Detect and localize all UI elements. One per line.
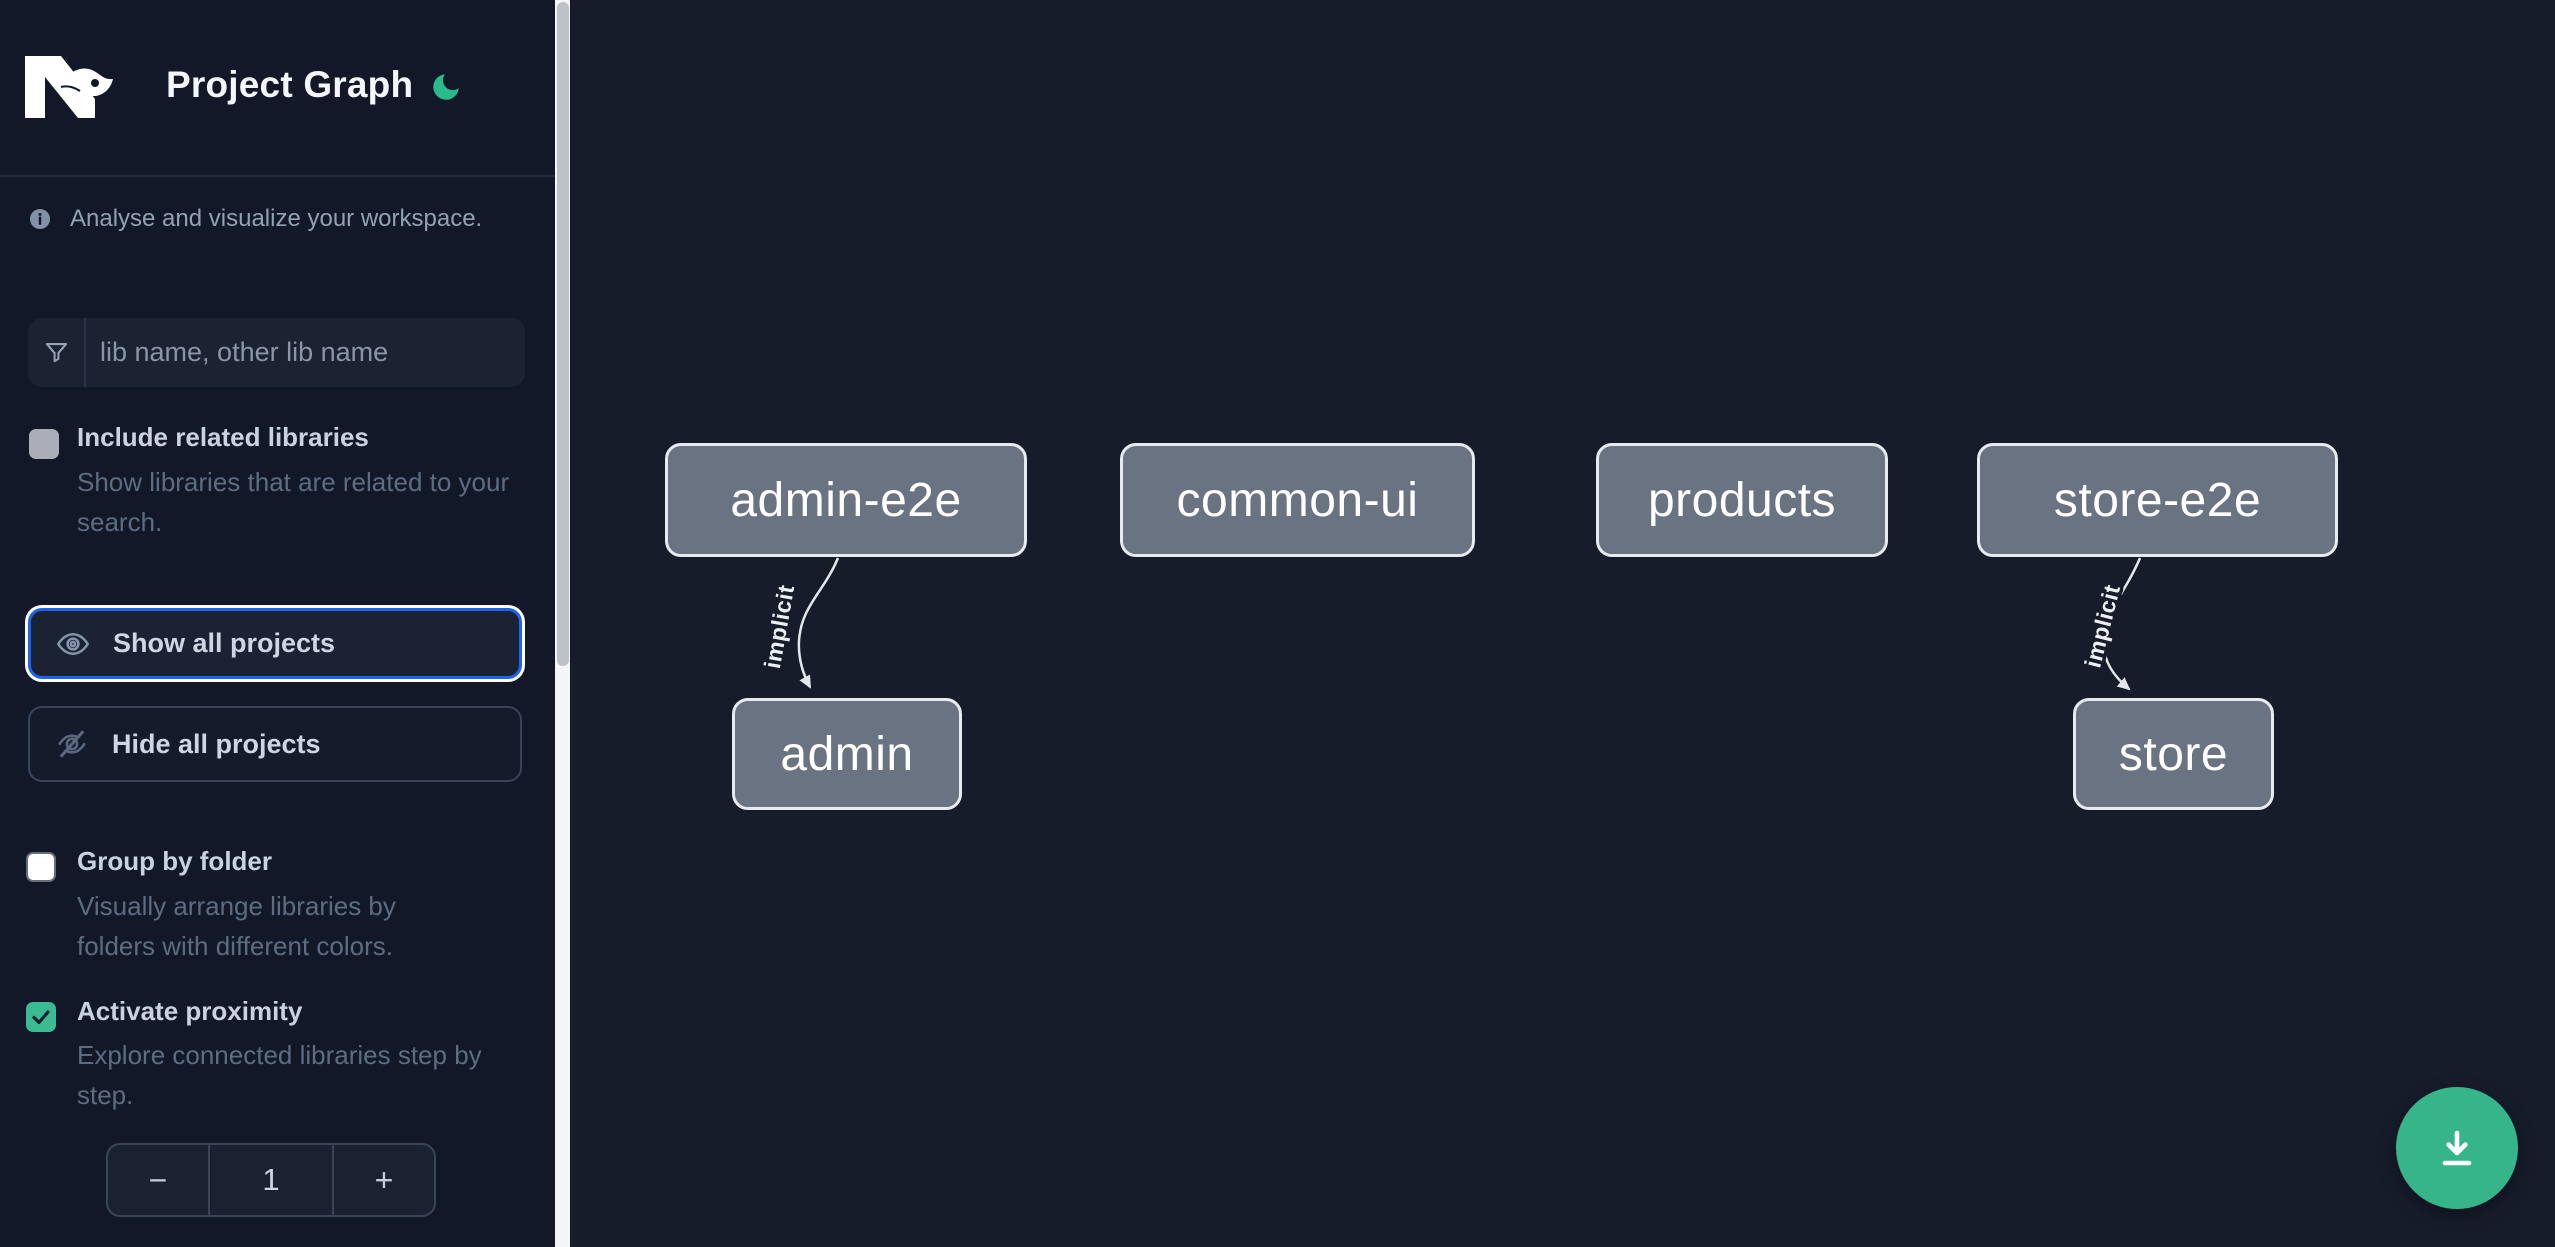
edge-label: implicit bbox=[759, 583, 799, 671]
tagline-row: Analyse and visualize your workspace. bbox=[28, 205, 482, 233]
sidebar-scrollbar-thumb[interactable] bbox=[557, 2, 569, 666]
hide-all-projects-label: Hide all projects bbox=[112, 728, 321, 759]
group-by-folder-description: Visually arrange libraries by folders wi… bbox=[77, 891, 396, 961]
page-title: Project Graph bbox=[166, 64, 414, 105]
check-icon bbox=[32, 1010, 50, 1025]
download-graph-button[interactable] bbox=[2396, 1087, 2518, 1209]
group-by-folder-checkbox[interactable] bbox=[26, 852, 56, 882]
edge-store-e2e-store: implicit bbox=[2076, 557, 2142, 691]
filter-icon-cell bbox=[28, 318, 86, 387]
eye-icon bbox=[56, 632, 90, 655]
sidebar: Project Graph Analyse and visualize your… bbox=[0, 0, 571, 1247]
stepper-decrement-button[interactable]: − bbox=[148, 1161, 168, 1198]
graph-node-store[interactable]: store bbox=[2073, 698, 2274, 810]
theme-toggle-button[interactable] bbox=[426, 68, 466, 108]
search-input[interactable] bbox=[86, 318, 525, 387]
sidebar-scrollbar-track bbox=[555, 0, 571, 1247]
graph-node-admin-e2e[interactable]: admin-e2e bbox=[665, 443, 1027, 557]
stepper-increment-button[interactable]: + bbox=[374, 1161, 394, 1198]
edge-label: implicit bbox=[2079, 582, 2125, 670]
graph-node-products[interactable]: products bbox=[1596, 443, 1888, 557]
edge-admin-e2e-admin: implicit bbox=[755, 557, 840, 689]
graph-canvas[interactable]: implicit implicit admin-e2e common-ui pr… bbox=[571, 0, 2555, 1247]
activate-proximity-label: Activate proximity bbox=[77, 996, 303, 1026]
eye-off-icon bbox=[58, 730, 86, 758]
activate-proximity-checkbox[interactable] bbox=[26, 1002, 56, 1032]
show-all-projects-button[interactable]: Show all projects bbox=[28, 608, 522, 679]
nx-logo bbox=[25, 56, 113, 118]
group-by-folder-label: Group by folder bbox=[77, 846, 272, 876]
graph-node-admin[interactable]: admin bbox=[732, 698, 962, 810]
include-related-label: Include related libraries bbox=[77, 422, 369, 452]
filter-icon bbox=[45, 343, 67, 363]
moon-icon bbox=[433, 73, 459, 100]
stepper-value[interactable]: 1 bbox=[208, 1145, 334, 1215]
graph-node-store-e2e[interactable]: store-e2e bbox=[1977, 443, 2338, 557]
include-related-description: Show libraries that are related to your … bbox=[77, 467, 510, 537]
show-all-projects-label: Show all projects bbox=[113, 628, 336, 658]
include-related-checkbox[interactable] bbox=[29, 429, 59, 459]
header-divider bbox=[0, 175, 555, 177]
download-icon bbox=[2442, 1130, 2472, 1166]
proximity-depth-stepper: − 1 + bbox=[106, 1143, 436, 1217]
info-icon bbox=[30, 209, 50, 229]
tagline-text: Analyse and visualize your workspace. bbox=[70, 205, 483, 232]
hide-all-projects-button[interactable]: Hide all projects bbox=[28, 706, 522, 782]
graph-node-common-ui[interactable]: common-ui bbox=[1120, 443, 1475, 557]
graph-edges: implicit implicit bbox=[755, 557, 2142, 691]
search-box bbox=[28, 318, 525, 387]
activate-proximity-description: Explore connected libraries step by step… bbox=[77, 1040, 482, 1110]
